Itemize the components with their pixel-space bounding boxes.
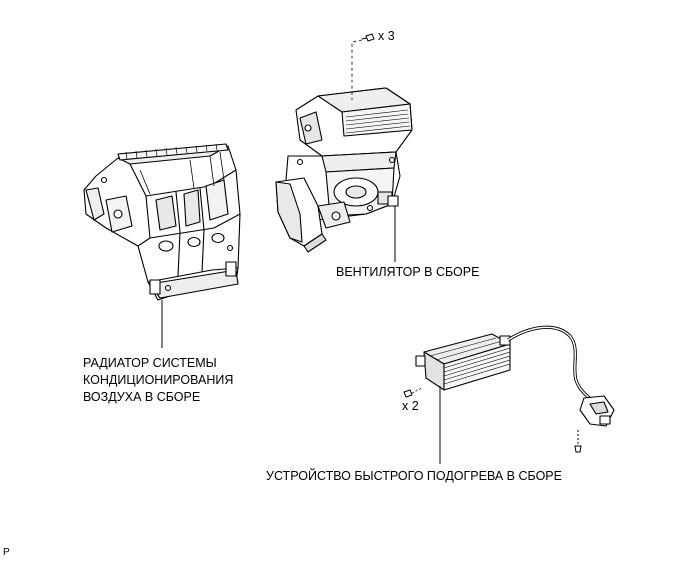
evaporator-label-line-1: РАДИАТОР СИСТЕМЫ	[83, 356, 217, 370]
blower-screw-quantity: x 3	[378, 29, 395, 43]
quick-heater-label: УСТРОЙСТВО БЫСТРОГО ПОДОГРЕВА В СБОРЕ	[266, 469, 562, 483]
evaporator-unit-label: РАДИАТОР СИСТЕМЫ КОНДИЦИОНИРОВАНИЯ ВОЗДУ…	[83, 355, 233, 406]
blower-screw-illustration	[361, 33, 375, 42]
heater-screw-quantity: x 2	[402, 399, 419, 413]
quick-heater-illustration	[415, 333, 511, 391]
blower-screw-dash-line	[351, 39, 363, 100]
connector-screw-illustration	[574, 430, 582, 453]
blower-unit-label: ВЕНТИЛЯТОР В СБОРЕ	[336, 265, 480, 279]
evaporator-label-line-3: ВОЗДУХА В СБОРЕ	[83, 390, 201, 404]
quick-heater-connector	[579, 395, 615, 427]
blower-unit-illustration	[275, 87, 413, 253]
corner-mark: P	[3, 547, 10, 558]
evaporator-label-line-2: КОНДИЦИОНИРОВАНИЯ	[83, 373, 234, 387]
evaporator-unit-illustration	[83, 143, 241, 301]
heater-screw-illustration	[403, 387, 423, 398]
